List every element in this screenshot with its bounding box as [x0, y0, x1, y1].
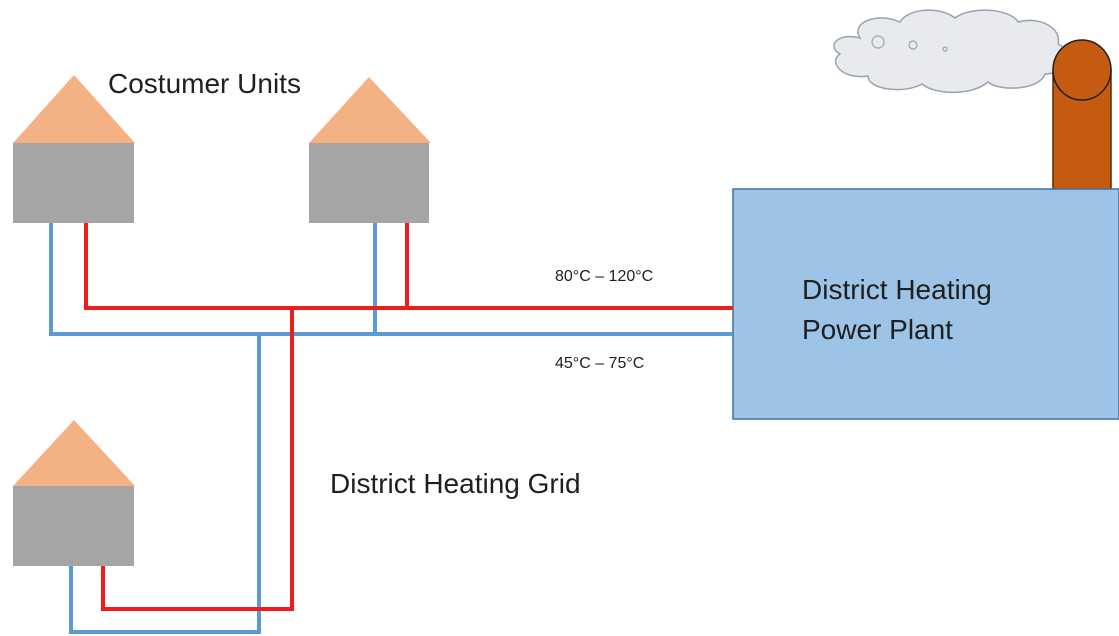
customer-units-label: Costumer Units	[108, 68, 301, 99]
district-heating-grid-label: District Heating Grid	[330, 468, 581, 499]
house-icon-top-left	[13, 75, 135, 223]
house-icon-bottom-left	[13, 420, 135, 566]
power-plant-label-line1: District Heating	[802, 274, 992, 305]
house-icon-top-right	[309, 77, 431, 223]
smoke-cloud-icon	[833, 9, 1068, 94]
chimney-icon	[1052, 39, 1112, 191]
supply-temperature-label: 80°C – 120°C	[555, 268, 654, 285]
power-plant-icon	[732, 188, 1119, 420]
supply-pipe	[84, 223, 733, 611]
power-plant-label-line2: Power Plant	[802, 314, 953, 345]
return-temperature-label: 45°C – 75°C	[555, 355, 645, 372]
return-pipe	[49, 223, 733, 634]
